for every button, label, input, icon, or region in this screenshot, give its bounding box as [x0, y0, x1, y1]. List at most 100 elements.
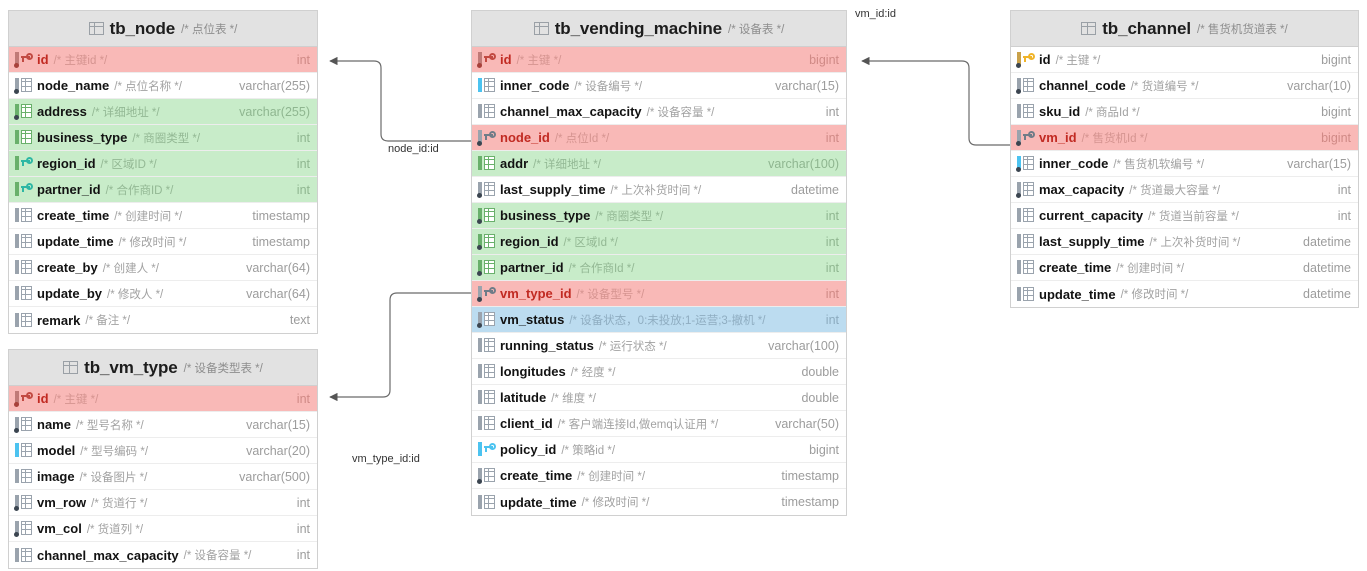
- table-row[interactable]: update_time/* 修改时间 */datetime: [1011, 281, 1358, 307]
- key-icon: [14, 182, 33, 197]
- table-row[interactable]: business_type/* 商圈类型 */int: [9, 125, 317, 151]
- table-row[interactable]: channel_max_capacity/* 设备容量 */int: [472, 99, 846, 125]
- column-type: timestamp: [781, 468, 839, 483]
- column-name: update_by: [37, 286, 103, 301]
- table-comment: /* 设备表 */: [728, 23, 785, 36]
- column-type: varchar(15): [246, 417, 310, 432]
- table-row[interactable]: model/* 型号编码 */varchar(20): [9, 438, 317, 464]
- column-icon: [1016, 286, 1035, 302]
- column-type: int: [296, 548, 310, 562]
- table-row[interactable]: node_name/* 点位名称 */varchar(255): [9, 73, 317, 99]
- table-row[interactable]: inner_code/* 售货机软编号 */varchar(15): [1011, 151, 1358, 177]
- column-comment: /* 创建时间 */: [577, 470, 646, 483]
- table-title: tb_vm_type: [84, 357, 178, 377]
- table-card-tb_vending_machine[interactable]: tb_vending_machine/* 设备表 */id/* 主键 */big…: [471, 10, 847, 516]
- column-name: vm_row: [37, 495, 87, 510]
- table-row[interactable]: sku_id/* 商品Id */bigint: [1011, 99, 1358, 125]
- table-header-tb_channel[interactable]: tb_channel/* 售货机货道表 */: [1011, 11, 1358, 47]
- column-type: int: [825, 286, 839, 301]
- column-name: current_capacity: [1039, 208, 1144, 223]
- table-row[interactable]: current_capacity/* 货道当前容量 */int: [1011, 203, 1358, 229]
- table-row[interactable]: id/* 主键 */int: [9, 386, 317, 412]
- column-comment: /* 上次补货时间 */: [1149, 236, 1241, 249]
- column-comment: /* 经度 */: [570, 366, 616, 379]
- column-type: int: [1337, 208, 1351, 223]
- table-row[interactable]: client_id/* 客户端连接Id,做emq认证用 */varchar(50…: [472, 411, 846, 437]
- column-type: bigint: [1321, 130, 1351, 145]
- table-grid-icon: [533, 22, 549, 35]
- column-icon: [477, 156, 496, 171]
- table-row[interactable]: id/* 主键 */bigint: [472, 47, 846, 73]
- table-row[interactable]: business_type/* 商圈类型 */int: [472, 203, 846, 229]
- table-row[interactable]: update_time/* 修改时间 */timestamp: [9, 229, 317, 255]
- table-row[interactable]: last_supply_time/* 上次补货时间 */datetime: [472, 177, 846, 203]
- table-row[interactable]: id/* 主键 */bigint: [1011, 47, 1358, 73]
- table-row[interactable]: id/* 主键id */int: [9, 47, 317, 73]
- table-row[interactable]: create_time/* 创建时间 */timestamp: [472, 463, 846, 489]
- column-comment: /* 设备编号 */: [574, 80, 643, 93]
- table-row[interactable]: vm_status/* 设备状态，0:未投放;1-运营;3-撤机 */int: [472, 307, 846, 333]
- table-row[interactable]: longitudes/* 经度 */double: [472, 359, 846, 385]
- table-row[interactable]: remark/* 备注 */text: [9, 307, 317, 333]
- column-type: varchar(64): [246, 260, 310, 275]
- column-icon: [14, 208, 33, 223]
- column-type: varchar(20): [246, 443, 310, 458]
- column-comment: /* 详细地址 */: [533, 158, 601, 171]
- column-icon: [477, 416, 496, 431]
- column-comment: /* 客户端连接Id,做emq认证用 */: [557, 418, 719, 431]
- table-row[interactable]: image/* 设备图片 */varchar(500): [9, 464, 317, 490]
- table-row[interactable]: vm_id/* 售货机Id */bigint: [1011, 125, 1358, 151]
- table-row[interactable]: addr/* 详细地址 */varchar(100): [472, 151, 846, 177]
- column-name: running_status: [500, 338, 594, 353]
- column-icon: [477, 260, 496, 276]
- column-type: varchar(10): [1287, 78, 1351, 93]
- key-icon: [477, 130, 496, 146]
- table-row[interactable]: max_capacity/* 货道最大容量 */int: [1011, 177, 1358, 203]
- column-type: varchar(50): [775, 416, 839, 431]
- table-row[interactable]: vm_col/* 货道列 */int: [9, 516, 317, 542]
- table-row[interactable]: create_by/* 创建人 */varchar(64): [9, 255, 317, 281]
- table-row[interactable]: inner_code/* 设备编号 */varchar(15): [472, 73, 846, 99]
- column-icon: [14, 130, 33, 145]
- table-header-tb_vending_machine[interactable]: tb_vending_machine/* 设备表 */: [472, 11, 846, 47]
- table-header-tb_vm_type[interactable]: tb_vm_type/* 设备类型表 */: [9, 350, 317, 386]
- column-name: inner_code: [1039, 156, 1109, 171]
- column-name: id: [500, 52, 512, 67]
- table-row[interactable]: policy_id/* 策略id */bigint: [472, 437, 846, 463]
- table-row[interactable]: last_supply_time/* 上次补货时间 */datetime: [1011, 229, 1358, 255]
- table-row[interactable]: channel_code/* 货道编号 */varchar(10): [1011, 73, 1358, 99]
- column-comment: /* 策略id */: [561, 444, 616, 457]
- table-row[interactable]: channel_max_capacity/* 设备容量 */int: [9, 542, 317, 568]
- table-row[interactable]: latitude/* 维度 */double: [472, 385, 846, 411]
- column-icon: [1016, 156, 1035, 172]
- table-row[interactable]: vm_type_id/* 设备型号 */int: [472, 281, 846, 307]
- table-row[interactable]: region_id/* 区域ID */int: [9, 151, 317, 177]
- table-row[interactable]: vm_row/* 货道行 */int: [9, 490, 317, 516]
- table-row[interactable]: partner_id/* 合作商Id */int: [472, 255, 846, 281]
- table-row[interactable]: update_time/* 修改时间 */timestamp: [472, 489, 846, 515]
- column-type: varchar(64): [246, 286, 310, 301]
- table-row[interactable]: region_id/* 区域Id */int: [472, 229, 846, 255]
- table-header-tb_node[interactable]: tb_node /* 点位表 */: [9, 11, 317, 47]
- table-title: tb_node: [109, 18, 176, 38]
- column-comment: /* 创建时间 */: [114, 210, 183, 223]
- table-row[interactable]: name/* 型号名称 */varchar(15): [9, 412, 317, 438]
- column-icon: [14, 443, 33, 458]
- table-comment: /* 点位表 */: [181, 23, 238, 36]
- column-type: int: [825, 260, 839, 275]
- table-row[interactable]: create_time/* 创建时间 */timestamp: [9, 203, 317, 229]
- table-row[interactable]: partner_id/* 合作商ID */int: [9, 177, 317, 203]
- table-row[interactable]: create_time/* 创建时间 */datetime: [1011, 255, 1358, 281]
- table-row[interactable]: node_id/* 点位Id */int: [472, 125, 846, 151]
- table-row[interactable]: update_by/* 修改人 */varchar(64): [9, 281, 317, 307]
- column-type: datetime: [1303, 287, 1351, 301]
- table-row[interactable]: running_status/* 运行状态 */varchar(100): [472, 333, 846, 359]
- column-comment: /* 上次补货时间 */: [610, 184, 702, 197]
- table-grid-icon: [88, 22, 104, 35]
- table-row[interactable]: address/* 详细地址 */varchar(255): [9, 99, 317, 125]
- column-icon: [477, 364, 496, 379]
